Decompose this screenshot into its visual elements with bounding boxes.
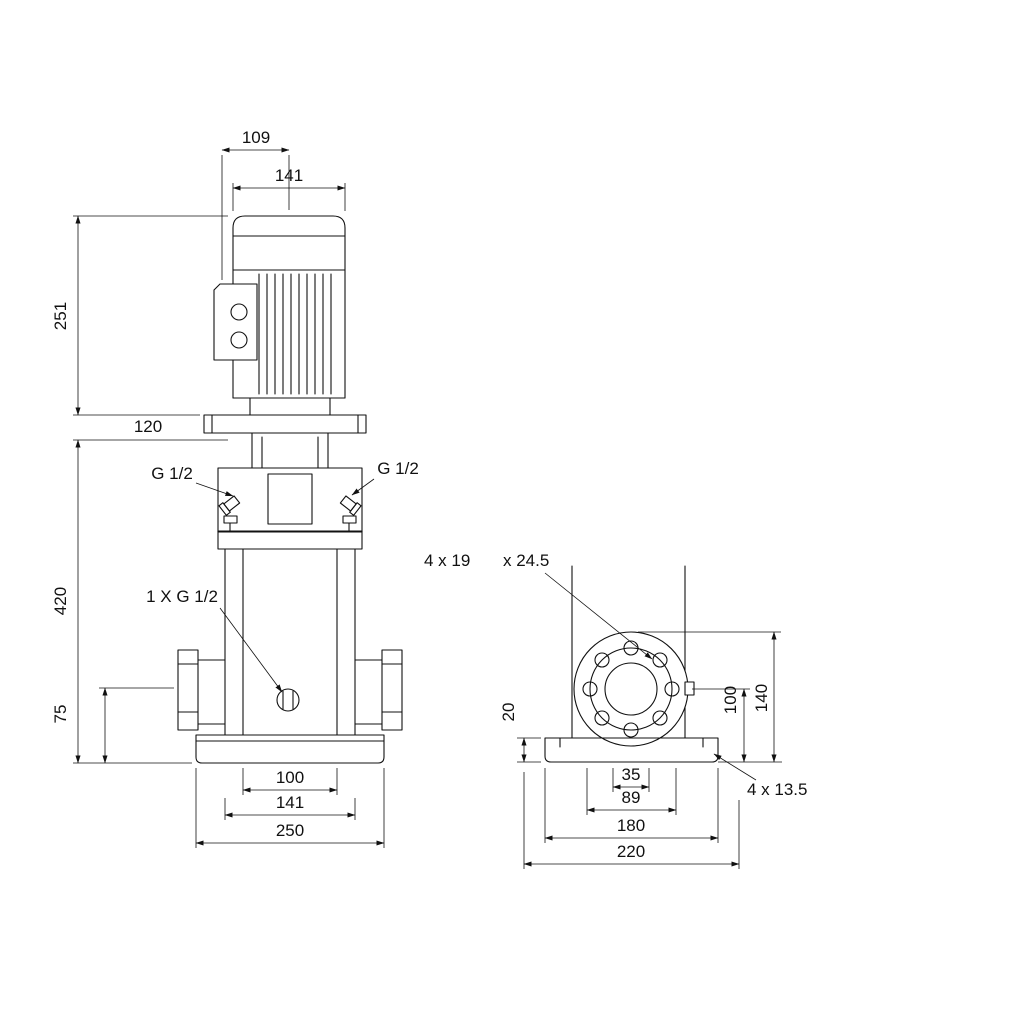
label-flange-holes: 4 x 19	[424, 551, 470, 570]
label-flange-counterbore: x 24.5	[503, 551, 549, 570]
side-view-dimensions: 4 x 19 x 24.5 20 100 140 35 89 180	[424, 551, 808, 869]
label-base-holes: 4 x 13.5	[747, 780, 808, 799]
label-port-right: G 1/2	[377, 459, 419, 478]
motor-fan-cover	[232, 215, 346, 271]
dim-180: 180	[617, 816, 645, 835]
base-plate-front	[195, 734, 385, 764]
dim-250: 250	[276, 821, 304, 840]
dim-109: 109	[242, 128, 270, 147]
dim-89: 89	[622, 788, 641, 807]
label-drain: 1 X G 1/2	[146, 587, 218, 606]
dim-251: 251	[51, 302, 70, 330]
suction-flange	[177, 649, 226, 731]
front-view-dimensions: 109 141 251 120 420 75 G 1/2 G 1/2 1 X G…	[51, 128, 419, 848]
label-port-left: G 1/2	[151, 464, 193, 483]
dim-420: 420	[51, 587, 70, 615]
terminal-box	[213, 283, 258, 361]
dim-100-bottom: 100	[276, 768, 304, 787]
dim-220: 220	[617, 842, 645, 861]
drain-plug	[276, 688, 300, 712]
dim-140: 140	[752, 684, 771, 712]
pump-side-view	[544, 565, 719, 763]
pump-head	[217, 467, 363, 533]
dim-100-side: 100	[721, 686, 740, 714]
discharge-flange	[354, 649, 403, 731]
flange-face	[573, 631, 689, 747]
dim-75: 75	[51, 705, 70, 724]
dim-20: 20	[499, 703, 518, 722]
dim-141-top: 141	[275, 166, 303, 185]
pump-front-view	[177, 215, 403, 764]
nameplate-tab	[684, 681, 695, 696]
dim-120: 120	[134, 417, 162, 436]
motor-cooling-fins	[258, 273, 332, 395]
dim-141-bottom: 141	[276, 793, 304, 812]
vent-plug-right	[339, 495, 362, 516]
vent-plug-left	[218, 495, 241, 516]
dim-35: 35	[622, 765, 641, 784]
